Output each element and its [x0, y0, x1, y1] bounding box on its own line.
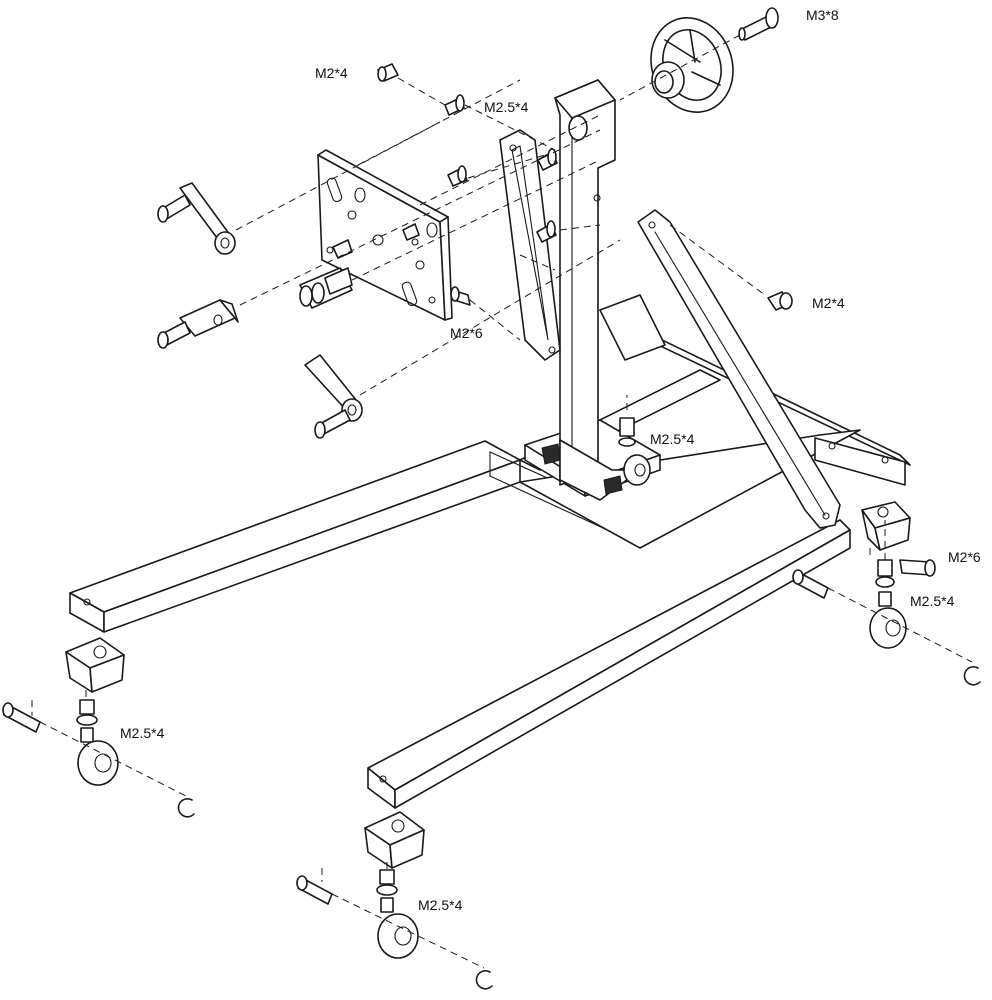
- screw-m2x4-right: [767, 291, 793, 311]
- label-m25x4-right: M2.5*4: [910, 593, 955, 609]
- base-frame: [69, 294, 911, 809]
- label-m2x4-top: M2*4: [315, 65, 348, 81]
- long-link-arm: [637, 209, 841, 529]
- screw-m2x4-top: [377, 63, 399, 82]
- screw-m2x6-plate: [450, 286, 471, 306]
- assembly-guide-lines: [31, 34, 973, 969]
- crank-handle-bottom: [304, 354, 363, 439]
- screw-m25x4-top: [444, 94, 465, 116]
- label-m2x6-plate: M2*6: [450, 325, 483, 341]
- label-m25x4-left: M2.5*4: [120, 725, 165, 741]
- hand-wheel: [650, 17, 734, 113]
- short-link-arm: [499, 129, 561, 361]
- label-m25x4-center: M2.5*4: [650, 431, 695, 447]
- label-m2x4-right: M2*4: [812, 295, 845, 311]
- screw-plate-1: [447, 165, 468, 187]
- caster-bottom: [296, 811, 493, 990]
- label-m25x4-top: M2.5*4: [484, 99, 529, 115]
- mounting-plate: [317, 149, 453, 321]
- bolt-m3x8: [738, 7, 779, 41]
- caster-left: [2, 637, 195, 818]
- vertical-column: [541, 79, 641, 501]
- crank-handle-top: [157, 182, 236, 255]
- label-m25x4-bottom: M2.5*4: [418, 897, 463, 913]
- label-m3x8: M3*8: [806, 7, 839, 23]
- caster-center: [618, 417, 651, 486]
- label-m2x6-right: M2*6: [948, 549, 981, 565]
- caster-right: [792, 501, 981, 686]
- screw-column-1: [537, 148, 558, 171]
- screw-column-2: [536, 220, 557, 243]
- coupler-part: [299, 267, 353, 309]
- clevis-part: [157, 299, 239, 349]
